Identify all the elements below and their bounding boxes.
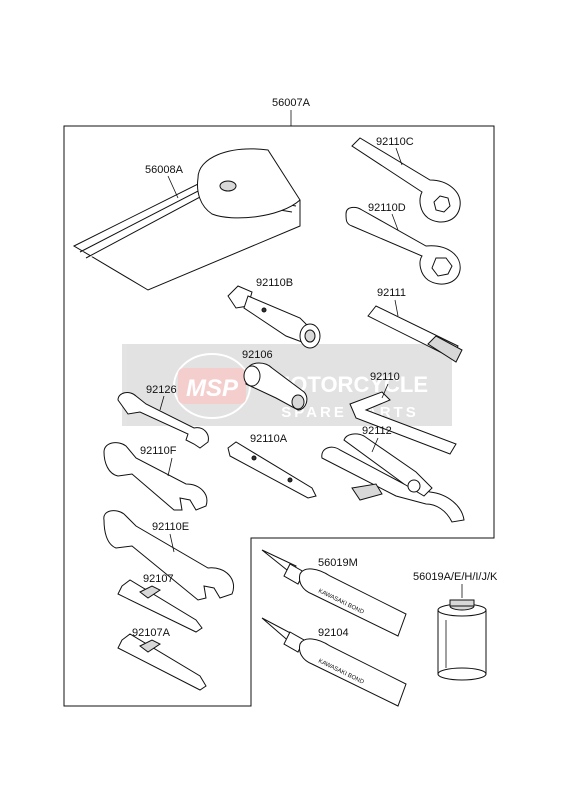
kit-label: 56007A — [272, 97, 311, 109]
label-spark-plug-wrench: 92110B — [256, 277, 293, 289]
hex-bar-icon — [367, 305, 463, 363]
leader-pouch — [167, 175, 179, 199]
wrench-e-icon — [103, 510, 234, 601]
leader-pliers — [371, 437, 379, 453]
bond-tube-icon: KAWASAKI BOND — [261, 617, 407, 707]
screwdriver-a-icon — [117, 579, 203, 633]
label-box-wrench-c: 92110C — [376, 136, 414, 148]
leader-wrench-f — [167, 457, 173, 477]
hex-key-icon — [349, 391, 457, 455]
label-flat-tool: 92110A — [250, 433, 288, 445]
label-wrench-e: 92110E — [152, 521, 189, 533]
label-box-wrench-d: 92110D — [368, 202, 406, 214]
label-hex-key: 92110 — [370, 371, 400, 383]
pouch-icon — [72, 148, 301, 291]
box-wrench-d-icon — [345, 206, 461, 285]
watermark-logo-badge — [178, 368, 246, 404]
pliers-icon — [321, 433, 465, 523]
flat-tool-icon — [227, 441, 317, 499]
label-hex-bar: 92111 — [377, 287, 406, 299]
watermark-logo-text: MSP — [186, 375, 239, 402]
label-bond-tube-m: 56019M — [318, 557, 358, 569]
label-pliers: 92112 — [362, 425, 392, 437]
label-screwdriver-a: 92107 — [143, 573, 174, 585]
screwdriver-b-icon — [117, 633, 207, 691]
leader-hex-bar — [394, 299, 399, 317]
label-wrench-small: 92126 — [146, 384, 177, 396]
label-bond-tube: 92104 — [318, 627, 349, 639]
leader-box-wrench-d — [391, 213, 399, 231]
leader-hex-key — [381, 383, 389, 399]
leader-wrench-small — [159, 395, 165, 411]
handle-sleeve-icon — [243, 362, 308, 411]
wrench-f-icon — [103, 442, 208, 511]
label-handle-sleeve: 92106 — [242, 349, 273, 361]
spark-plug-wrench-icon — [227, 285, 321, 349]
label-pouch: 56008A — [145, 164, 184, 176]
leader-wrench-e — [169, 533, 175, 553]
label-bond-can: 56019A/E/H/I/J/K — [413, 571, 498, 583]
box-wrench-c-icon — [351, 137, 461, 223]
kit-frame — [63, 125, 495, 707]
label-wrench-f: 92110F — [140, 445, 177, 457]
bond-can-icon — [437, 599, 487, 681]
label-screwdriver-b: 92107A — [132, 627, 171, 639]
wrench-small-icon — [117, 392, 209, 449]
leader-box-wrench-c — [395, 147, 403, 166]
